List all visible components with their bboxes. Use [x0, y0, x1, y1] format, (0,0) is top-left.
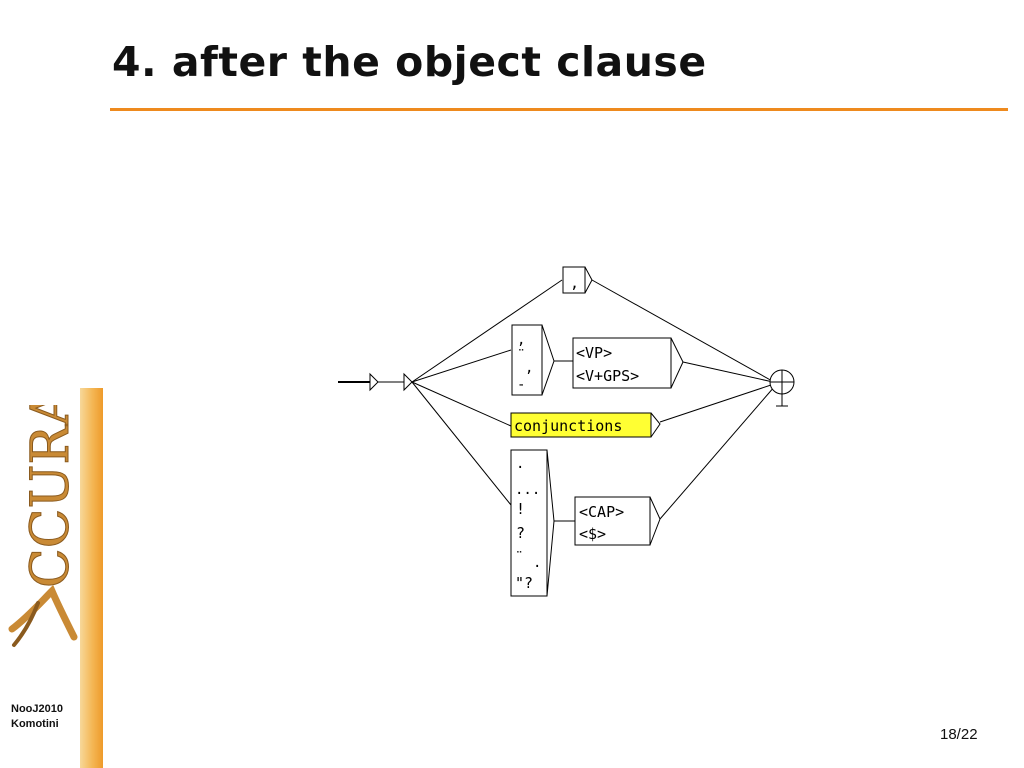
node-cap: <CAP> <$>: [574, 496, 661, 546]
node-vp: <VP> <V+GPS>: [572, 337, 684, 389]
edge-comma-final: [591, 279, 775, 383]
node-comma-text: ,: [570, 274, 579, 292]
svg-text:<VP>: <VP>: [576, 344, 612, 362]
accurat-logo: CCURAT: [8, 405, 78, 647]
decorative-side-bar: [80, 388, 103, 768]
title-divider: [110, 108, 1008, 111]
edge-hub-punct-bottom: [411, 381, 512, 506]
svg-text:-: -: [517, 377, 525, 393]
svg-text:?: ?: [516, 524, 525, 542]
svg-text:!: !: [516, 500, 525, 518]
edge-vp-final: [682, 361, 774, 383]
edge-hub-punct-top: [411, 349, 512, 383]
initial-arrow-2: [403, 372, 413, 392]
footer-conference: NooJ2010 Komotini: [11, 702, 63, 732]
graph-edges: [338, 279, 776, 522]
node-punct-bottom: . ... ! ? ¨ . "?: [510, 449, 555, 597]
footer-line-2: Komotini: [11, 718, 59, 730]
svg-text:¨: ¨: [515, 550, 523, 566]
logo-text: CCURAT: [21, 405, 78, 588]
page-number: 18/22: [940, 726, 978, 743]
svg-text:"?: "?: [515, 574, 533, 592]
svg-text:,: ,: [517, 332, 525, 348]
edge-conjunctions-final: [659, 383, 775, 423]
logo-lambda-stroke: [12, 601, 40, 647]
svg-text:.: .: [516, 456, 524, 472]
svg-text:<V+GPS>: <V+GPS>: [576, 367, 639, 385]
edge-hub-comma: [411, 279, 563, 383]
svg-text:,: ,: [525, 360, 533, 376]
page-title: 4. after the object clause: [112, 38, 707, 86]
edge-hub-conjunctions: [411, 381, 512, 427]
logo-lambda-mark: [8, 584, 78, 641]
node-conjunctions: conjunctions: [510, 412, 661, 438]
initial-state: [369, 372, 413, 392]
svg-text:...: ...: [515, 482, 540, 498]
final-state: [769, 369, 795, 407]
node-punct-top: , ¨ , -: [511, 324, 555, 396]
svg-text:<$>: <$>: [579, 525, 606, 543]
svg-text:.: .: [533, 555, 541, 571]
edge-cap-final: [659, 385, 776, 520]
svg-text:conjunctions: conjunctions: [514, 417, 622, 435]
footer-line-1: NooJ2010: [11, 703, 63, 715]
node-comma: ,: [562, 266, 593, 294]
initial-arrow-1: [369, 372, 379, 392]
svg-text:<CAP>: <CAP>: [579, 503, 624, 521]
nooj-grammar-graph: , , ¨ , - <VP> <V+GPS> conjunctions . ..…: [338, 266, 795, 597]
svg-text:¨: ¨: [517, 348, 525, 364]
